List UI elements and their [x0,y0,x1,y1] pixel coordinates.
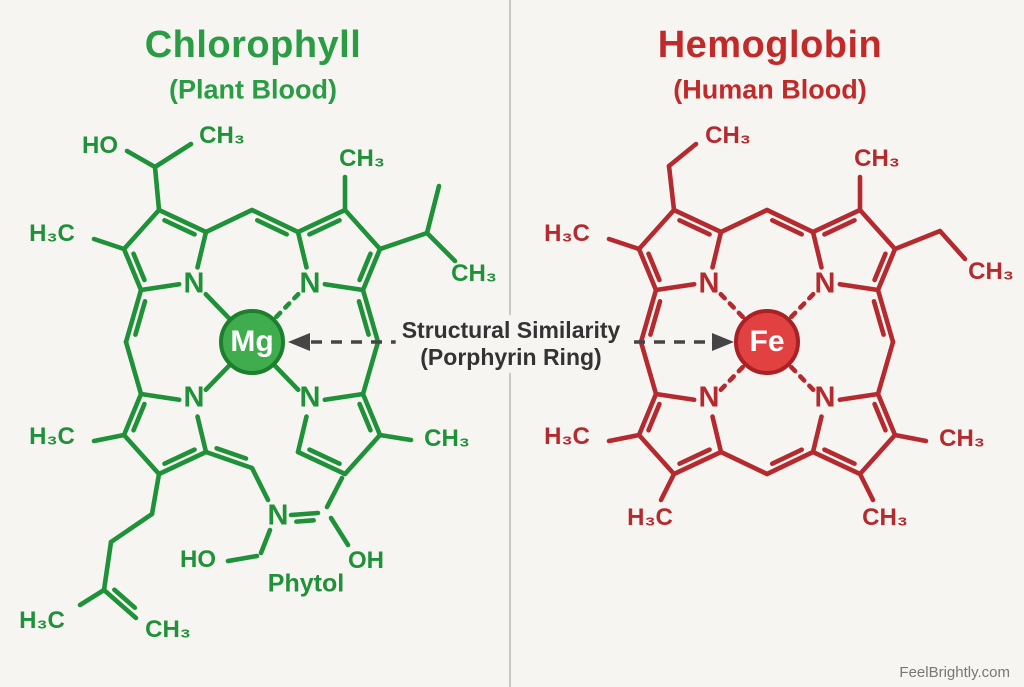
hemoglobin-subtitle: (Human Blood) [673,74,867,105]
nitrogen-label-nw: N [183,267,205,300]
atom-label-ch3-tail: CH₃ [145,616,191,643]
atom-label-h3c-mid-left: H₃C [29,423,75,450]
watermark: FeelBrightly.com [899,664,1010,681]
nitrogen-label-se-r: N [814,381,836,414]
nitrogen-label-sw-r: N [698,381,720,414]
atom-label-h3c-left-r: H₃C [544,220,590,247]
atom-label-ch3-bottom-right-r: CH₃ [862,504,908,531]
structural-similarity-note: Structural Similarity (Porphyrin Ring) [395,315,627,373]
mg-center-circle [219,309,285,375]
arrow-right-head-icon [712,333,734,351]
nitrogen-label-ne: N [299,267,321,300]
atom-label-h3c-left: H₃C [29,220,75,247]
fe-center-circle [734,309,800,375]
chlorophyll-title: Chlorophyll [144,24,362,66]
atom-label-ch3-isopropyl: CH₃ [451,260,497,287]
nitrogen-label-nw-r: N [698,267,720,300]
atom-label-oh-bottom: OH [348,547,384,574]
similarity-note-line2: (Porphyrin Ring) [420,344,602,370]
atom-label-ho-bottom: HO [180,546,216,573]
similarity-note-line1: Structural Similarity [401,317,621,343]
atom-label-h3c-mid-left-r: H₃C [544,423,590,450]
atom-label-ch3-mid-right: CH₃ [424,425,470,452]
hemoglobin-structure [606,141,968,503]
mg-label: Mg [230,325,274,358]
hemoglobin-title: Hemoglobin [657,24,883,66]
atom-label-h3c-bottom-left-r: H₃C [627,504,673,531]
chlorophyll-subtitle: (Plant Blood) [169,74,337,105]
similarity-arrow-left [288,333,402,351]
atom-label-ch3-ethyl-top: CH₃ [705,122,751,149]
atom-label-ch3-mid-right-r: CH₃ [939,425,985,452]
arrow-left-head-icon [288,333,310,351]
nitrogen-label-ring5: N [267,499,289,532]
atom-label-h3c-tail: H₃C [19,607,65,634]
similarity-arrow-right [614,333,734,351]
chlorophyll-structure [77,141,458,621]
fe-label: Fe [749,325,785,358]
nitrogen-label-sw: N [183,381,205,414]
atom-label-ch3-top: CH₃ [199,122,245,149]
phytol-label: Phytol [267,569,345,598]
atom-label-ho-top: HO [82,132,118,159]
nitrogen-label-se: N [299,381,321,414]
atom-label-ch3-ring-top: CH₃ [339,145,385,172]
atom-label-ch3-ethyl-right: CH₃ [968,258,1014,285]
nitrogen-label-ne-r: N [814,267,836,300]
atom-label-ch3-ring-top-r: CH₃ [854,145,900,172]
